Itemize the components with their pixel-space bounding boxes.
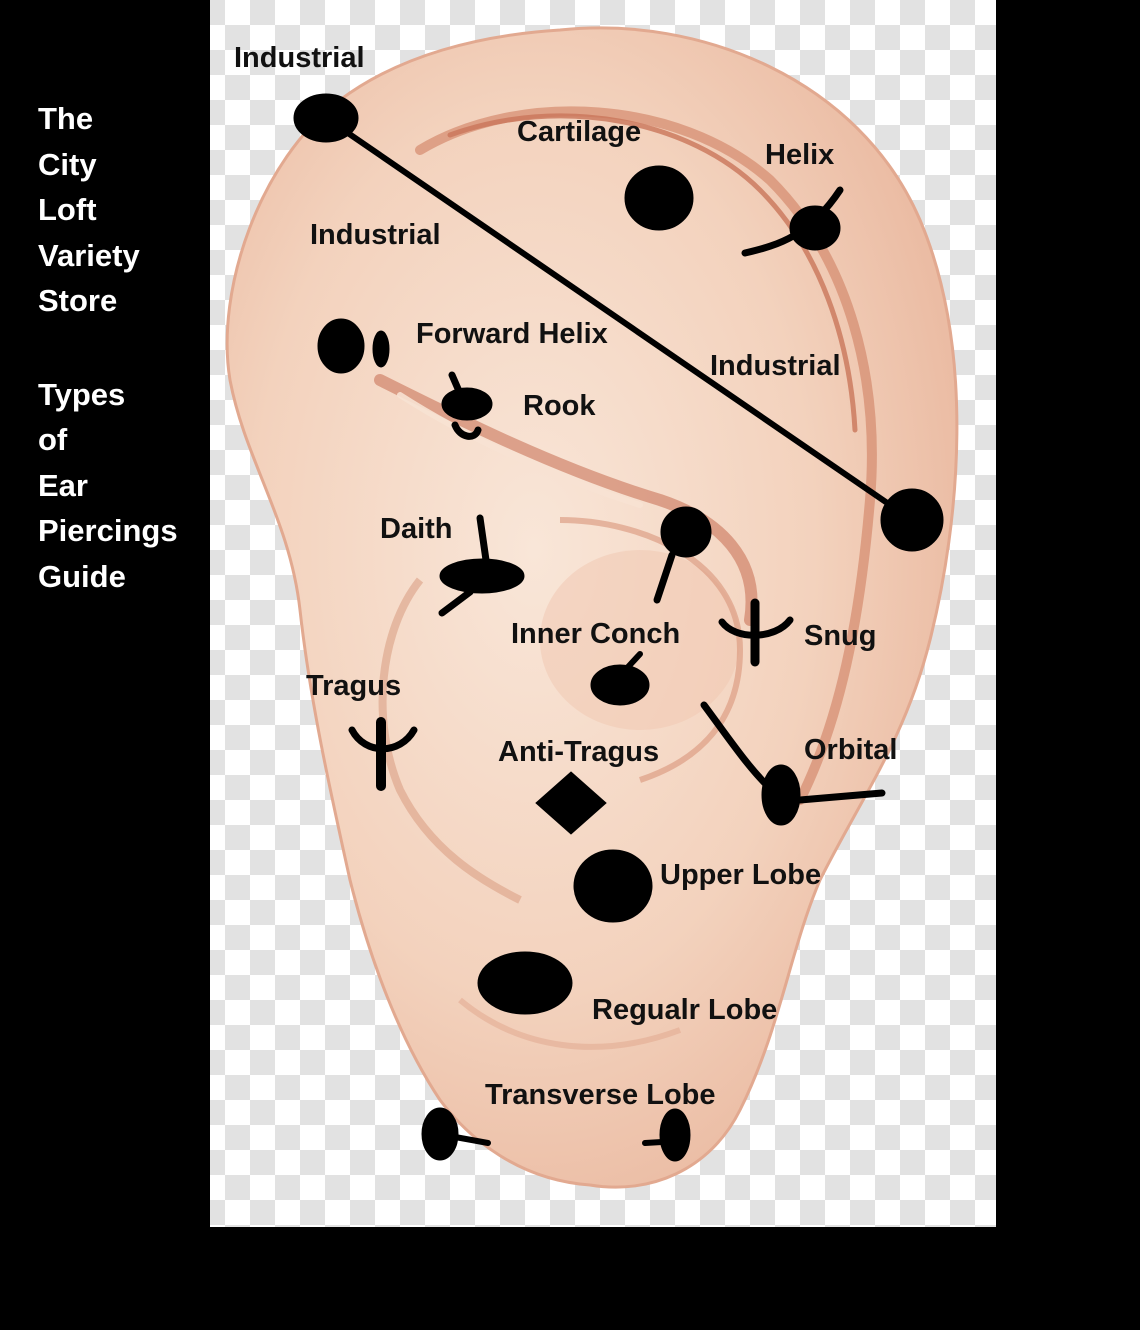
- label-transverse-lobe: Transverse Lobe: [485, 1079, 716, 1111]
- guide-title-line: Guide: [38, 558, 126, 594]
- label-upper-lobe: Upper Lobe: [660, 859, 821, 891]
- label-orbital: Orbital: [804, 734, 897, 766]
- inner-conch-stud: [653, 506, 712, 604]
- cartilage-stud: [624, 165, 694, 231]
- label-industrial-top: Industrial: [234, 42, 365, 74]
- helix-ring: [741, 186, 844, 257]
- industrial-bar: [324, 115, 914, 523]
- piercing-labels: Industrial Cartilage Helix Industrial Fo…: [234, 42, 897, 1111]
- store-name-line: Store: [38, 283, 118, 318]
- label-snug: Snug: [804, 620, 877, 652]
- guide-title: Types of Ear Piercings Guide: [38, 372, 178, 600]
- label-rook: Rook: [523, 390, 596, 422]
- industrial-top-ball: [293, 93, 359, 143]
- guide-title-line: Piercings: [38, 513, 178, 548]
- label-industrial-left: Industrial: [310, 219, 441, 251]
- regular-lobe-stud: [477, 951, 573, 1015]
- store-name: The City Loft Variety Store: [38, 96, 178, 324]
- store-name-line: Variety: [38, 237, 140, 273]
- store-name-line: City: [38, 146, 97, 182]
- guide-title-line: of: [38, 422, 68, 457]
- label-industrial-right: Industrial: [710, 350, 841, 382]
- transverse-lobe-barbell: [421, 1107, 691, 1162]
- label-regular-lobe: Regualr Lobe: [592, 994, 777, 1026]
- orbital-ring: [700, 701, 886, 826]
- tragus-barbell: [348, 717, 418, 791]
- sidebar-title: The City Loft Variety Store Types of Ear…: [38, 96, 178, 599]
- label-inner-conch: Inner Conch: [511, 618, 680, 650]
- industrial-bottom-ball: [880, 488, 944, 552]
- rook-barbell: [441, 371, 493, 440]
- anti-tragus-stud: [590, 651, 650, 706]
- daith-ring: [438, 514, 525, 617]
- label-cartilage: Cartilage: [517, 116, 641, 148]
- guide-title-line: Ear: [38, 467, 88, 503]
- anti-tragus-diamond: [535, 771, 607, 835]
- label-tragus: Tragus: [306, 670, 401, 702]
- guide-title-line: Types: [38, 376, 126, 412]
- label-forward-helix: Forward Helix: [416, 318, 608, 350]
- forward-helix-back: [372, 330, 390, 368]
- store-name-line: The: [38, 101, 94, 136]
- label-daith: Daith: [380, 513, 453, 545]
- upper-lobe-stud: [573, 849, 653, 923]
- snug-barbell: [718, 598, 794, 667]
- label-helix: Helix: [765, 139, 834, 171]
- store-name-line: Loft: [38, 192, 97, 227]
- piercing-marks: [293, 93, 944, 1162]
- forward-helix-stud: [317, 318, 365, 374]
- label-anti-tragus: Anti-Tragus: [498, 736, 659, 768]
